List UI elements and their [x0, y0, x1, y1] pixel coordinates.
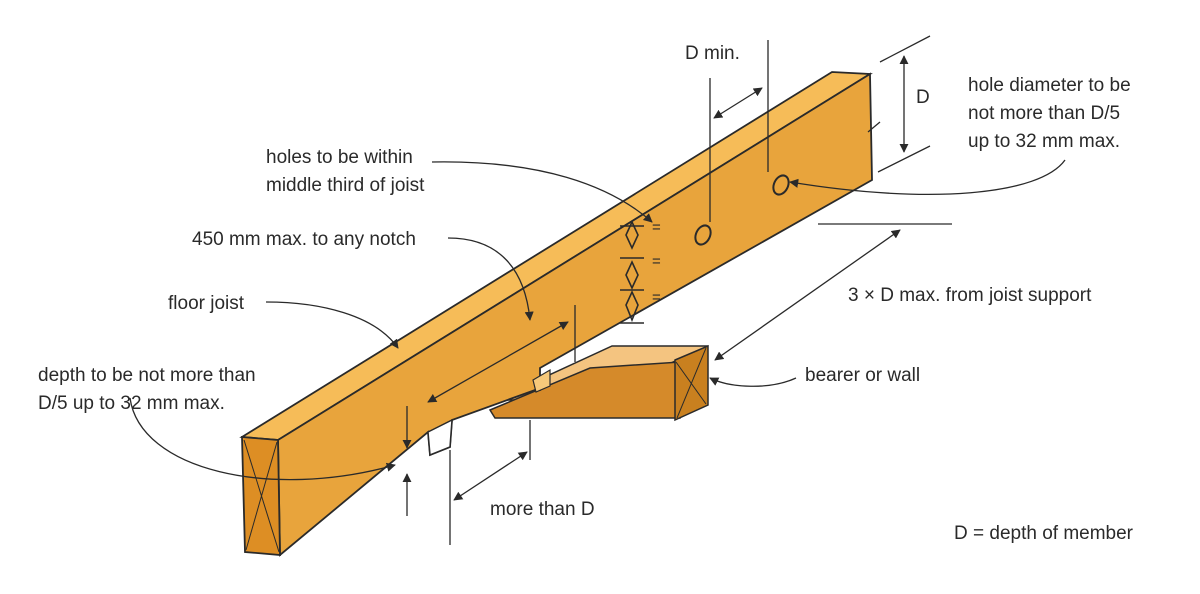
- more-than-d-label: more than D: [490, 499, 595, 520]
- middle-third-marks: [620, 220, 644, 324]
- d-min-label: D min.: [685, 43, 740, 64]
- depth-notch-line-2: D/5 up to 32 mm max.: [38, 393, 225, 414]
- floor-joist-label: floor joist: [168, 293, 245, 314]
- bottom-notch: [427, 418, 453, 457]
- depth-notch-line-1: depth to be not more than: [38, 365, 256, 386]
- depth-notch-label: depth to be not more than D/5 up to 32 m…: [38, 362, 256, 418]
- hole-diameter-label: hole diameter to be not more than D/5 up…: [968, 72, 1131, 156]
- bearer-label: bearer or wall: [805, 365, 921, 386]
- holes-within-line-2: middle third of joist: [266, 175, 425, 196]
- hole-diameter-line-3: up to 32 mm max.: [968, 131, 1121, 152]
- legend-label: D = depth of member: [954, 523, 1134, 544]
- notch-distance-label: 450 mm max. to any notch: [192, 229, 416, 250]
- hole-right: [772, 174, 790, 196]
- hole-left: [694, 224, 712, 246]
- equal-mark-1: =: [652, 219, 661, 236]
- equal-mark-3: =: [652, 289, 661, 306]
- leader-lines: [129, 159, 1066, 481]
- holes-within-label: holes to be within middle third of joist: [266, 144, 424, 200]
- equal-mark-2: =: [652, 253, 661, 270]
- dimension-lines: [402, 35, 952, 545]
- from-support-label: 3 × D max. from joist support: [848, 285, 1092, 306]
- hole-diameter-line-1: hole diameter to be: [968, 75, 1131, 96]
- hole-diameter-line-2: not more than D/5: [968, 103, 1121, 124]
- d-side-label: D: [916, 87, 930, 108]
- holes-within-line-1: holes to be within: [266, 147, 413, 168]
